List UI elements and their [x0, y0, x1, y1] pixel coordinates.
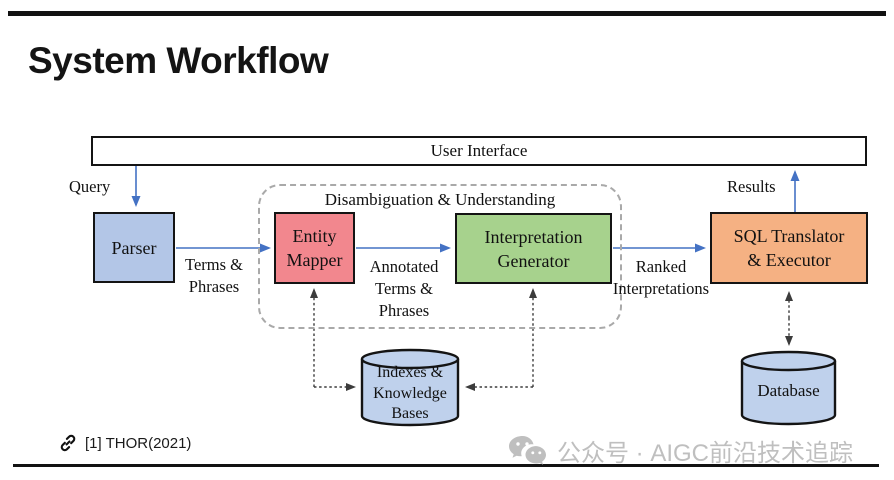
annotated-terms-line3: Phrases: [378, 301, 430, 320]
citation-text[interactable]: [1] THOR(2021): [85, 434, 192, 452]
ranked-interpretations-label: Ranked Interpretations: [604, 256, 718, 300]
wechat-icon: [509, 436, 546, 465]
annotated-terms-line2: Terms &: [375, 279, 433, 298]
database-label: Database: [757, 381, 820, 400]
knowledge-bases-label: Indexes & Knowledge Bases: [360, 363, 460, 425]
terms-phrases-label: Terms & Phrases: [163, 254, 265, 298]
citation[interactable]: [1] THOR(2021): [58, 433, 191, 453]
parser-node: Parser: [93, 212, 175, 283]
knowledge-bases-line3: Bases: [391, 405, 429, 422]
watermark: 公众号 · AIGC前沿技术追踪: [508, 433, 853, 468]
terms-phrases-line2: Phrases: [188, 277, 240, 296]
watermark-text: 公众号 · AIGC前沿技术追踪: [557, 440, 854, 467]
parser-label: Parser: [111, 237, 157, 258]
entity-mapper-label-line1: Entity: [292, 226, 337, 246]
interpretation-generator-node: Interpretation Generator: [455, 213, 612, 284]
annotated-terms-line1: Annotated: [369, 257, 439, 276]
user-interface-label: User Interface: [430, 141, 528, 160]
disambiguation-group: Disambiguation & Understanding: [258, 184, 622, 329]
user-interface-box: User Interface: [91, 136, 867, 166]
database-cylinder: Database: [740, 350, 837, 427]
terms-phrases-line1: Terms &: [185, 255, 243, 274]
knowledge-bases-cylinder: Indexes & Knowledge Bases: [360, 348, 460, 428]
cylinder-shape: [360, 348, 460, 427]
cylinder-shape: [740, 350, 837, 426]
entity-mapper-node: Entity Mapper: [274, 212, 355, 284]
annotated-terms-label: Annotated Terms & Phrases: [352, 256, 456, 322]
link-icon: [60, 434, 76, 452]
interpretation-generator-label-line1: Interpretation: [484, 226, 583, 247]
top-divider: [8, 11, 886, 16]
slide-title: System Workflow: [28, 40, 329, 81]
ranked-interpretations-line2: Interpretations: [612, 279, 710, 298]
sql-translator-label-line2: & Executor: [747, 250, 831, 270]
results-label: Results: [727, 177, 776, 196]
knowledge-bases-line2: Knowledge: [373, 384, 447, 402]
bottom-divider: [13, 464, 879, 467]
query-label: Query: [69, 177, 111, 196]
group-title: Disambiguation & Understanding: [324, 190, 556, 209]
entity-mapper-label-line2: Mapper: [286, 250, 343, 270]
sql-translator-label-line1: SQL Translator: [733, 226, 845, 246]
sql-translator-node: SQL Translator & Executor: [710, 212, 868, 284]
ranked-interpretations-line1: Ranked: [635, 257, 687, 276]
interpretation-generator-label-line2: Generator: [497, 250, 570, 271]
knowledge-bases-line1: Indexes &: [376, 364, 444, 381]
